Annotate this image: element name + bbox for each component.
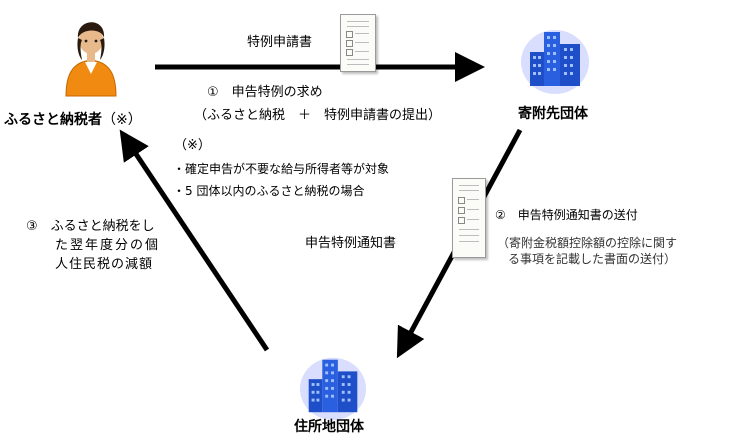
- notice-doc-label: 申告特例通知書: [305, 236, 397, 251]
- note-line-1: ・確定申告が不要な給与所得者等が対象: [173, 162, 390, 176]
- step-3-line-1: ③ ふるさと納税をし: [26, 219, 155, 234]
- note-mark: （※）: [174, 138, 211, 153]
- application-document-icon: [340, 14, 376, 72]
- taxpayer-label: ふるさと納税者（※）: [4, 109, 142, 129]
- step-1-label: ① 申告特例の求め: [207, 85, 323, 100]
- taxpayer-note-mark: （※）: [102, 112, 142, 128]
- step-3-line-2: た翌年度分の個: [55, 238, 161, 253]
- step-2-label: ② 申告特例通知書の送付: [495, 208, 638, 222]
- notice-document-icon: [452, 178, 486, 258]
- building-icon: [299, 357, 367, 420]
- residence-label: 住所地団体: [294, 419, 364, 435]
- taxpayer-name: ふるさと納税者: [4, 112, 102, 128]
- building-icon: [521, 30, 589, 94]
- application-doc-label: 特例申請書: [247, 35, 313, 50]
- step-2-detail-1: （寄附金税額控除額の控除に関す: [497, 236, 678, 250]
- step-3-line-3: 人住民税の減額: [55, 257, 154, 272]
- step-2-detail-2: る事項を記載した書面の送付）: [508, 252, 677, 266]
- person-icon: [65, 22, 117, 97]
- donation-target-label: 寄附先団体: [518, 106, 588, 122]
- note-line-2: ・5 団体以内のふるさと納税の場合: [173, 184, 365, 198]
- step-1-detail: （ふるさと納税 ＋ 特例申請書の提出）: [194, 108, 442, 123]
- arrow-residence-to-taxpayer: [119, 129, 270, 352]
